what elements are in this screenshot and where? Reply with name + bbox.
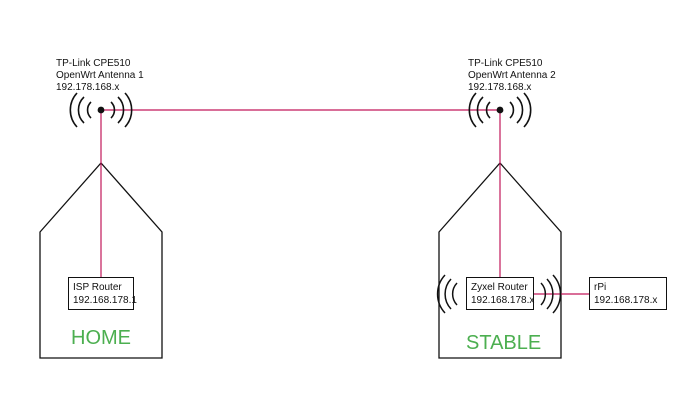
stable-label: STABLE — [466, 332, 542, 354]
isp-router-ip: 192.168.178.1 — [73, 295, 137, 306]
antenna-1-firmware: OpenWrt Antenna 1 — [56, 70, 144, 81]
antenna-2-ip: 192.178.168.x — [468, 82, 532, 93]
rpi-box: rPi 192.168.178.x — [589, 277, 667, 310]
isp-router-name: ISP Router — [73, 282, 122, 293]
antenna-2-icon — [468, 92, 532, 128]
zyxel-wifi-waves-icon — [436, 274, 562, 314]
zyxel-router-name: Zyxel Router — [471, 282, 528, 293]
zyxel-router-ip: 192.168.178.x — [471, 295, 535, 306]
rpi-ip: 192.168.178.x — [594, 295, 658, 306]
antenna-2-name: TP-Link CPE510 — [468, 58, 543, 69]
rpi-name: rPi — [594, 282, 607, 293]
antenna-1-icon — [69, 92, 133, 128]
zyxel-router-box: Zyxel Router 192.168.178.x — [466, 277, 534, 310]
antenna-1-name: TP-Link CPE510 — [56, 58, 131, 69]
antenna-2-firmware: OpenWrt Antenna 2 — [468, 70, 556, 81]
home-building-outline — [39, 162, 163, 359]
isp-router-box: ISP Router 192.168.178.1 — [68, 277, 137, 310]
antenna-1-ip: 192.178.168.x — [56, 82, 120, 93]
home-label: HOME — [71, 327, 131, 349]
